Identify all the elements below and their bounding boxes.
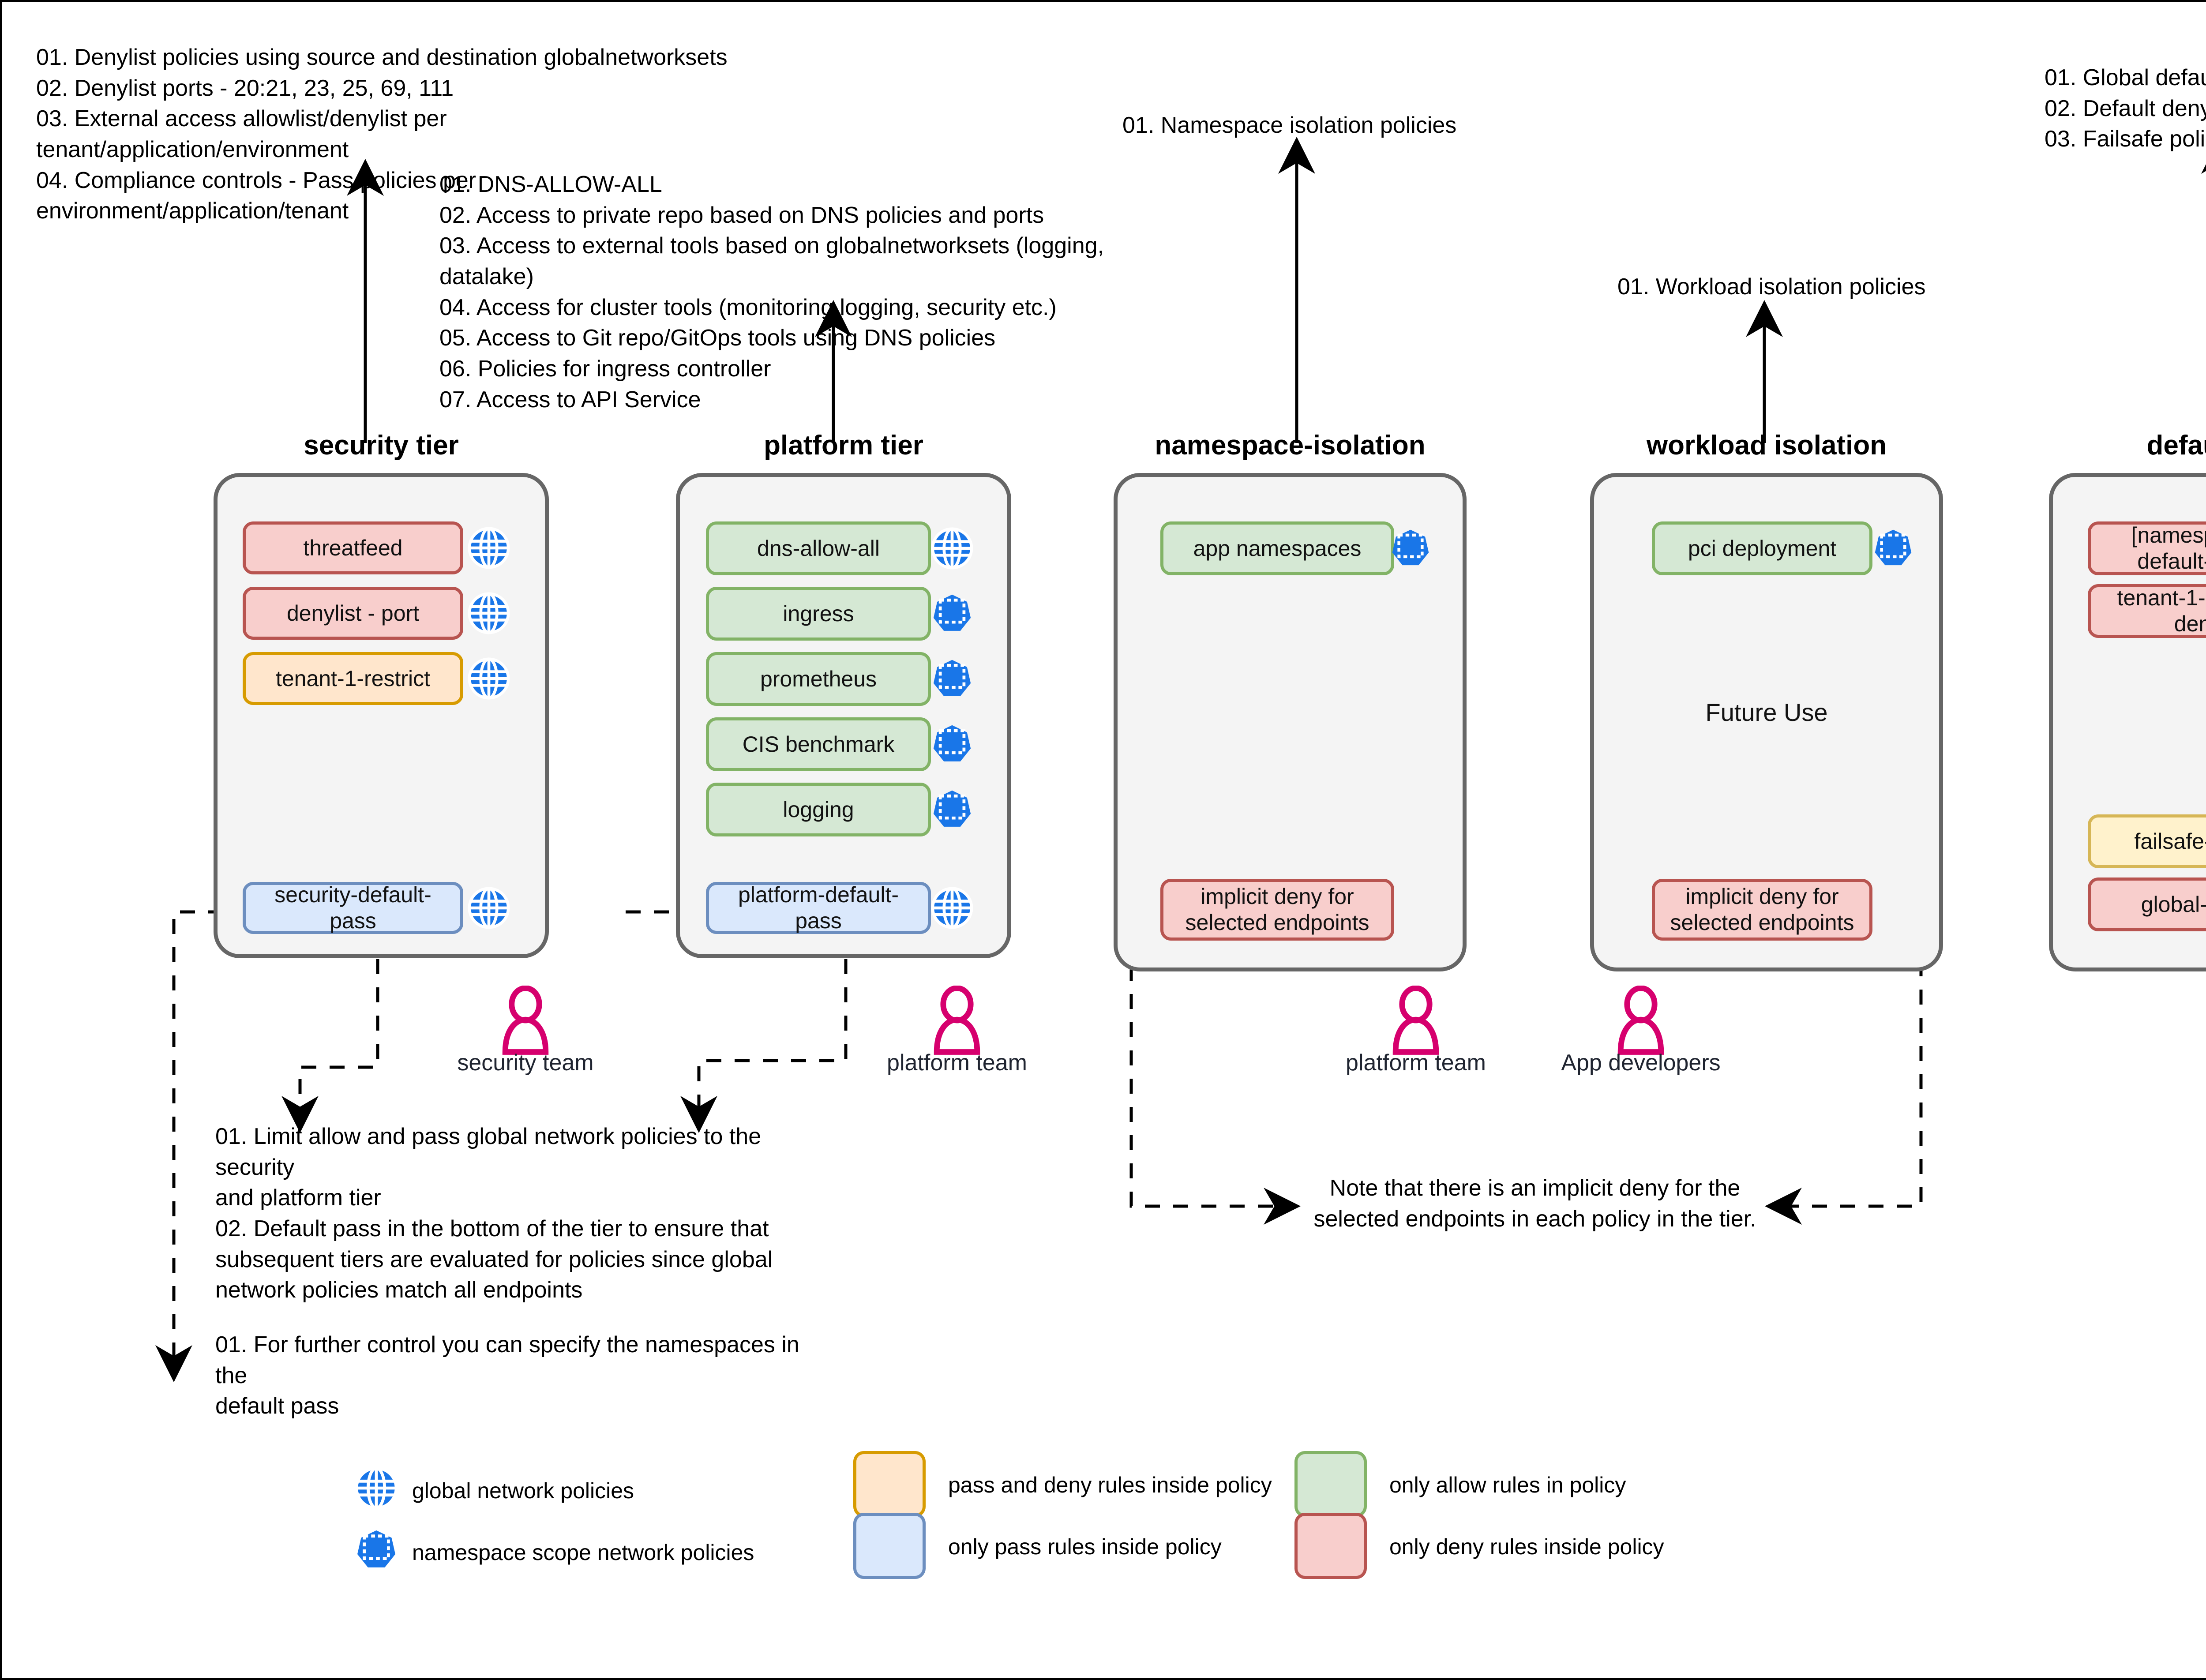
- connector-workload-implicit-deny-to-note: [1765, 910, 1923, 1225]
- footer-policy-pill-workload-isolation[interactable]: implicit deny for selected endpoints: [1652, 879, 1872, 941]
- default-tier-annotation: 01. Global default deny 02. Default deny…: [2045, 65, 2206, 152]
- global-network-policy-icon: [931, 527, 973, 570]
- legend-swatch-mixed: [853, 1451, 926, 1517]
- namespace-scope-policy-icon: [1872, 528, 1914, 569]
- legend-label-4: only allow rules in policy: [1389, 1473, 1626, 1497]
- tier-title-workload-isolation: workload isolation: [1646, 430, 1887, 461]
- legend-swatch-pass: [853, 1513, 926, 1579]
- tier-title-namespace-isolation: namespace-isolation: [1155, 430, 1426, 461]
- actor-person-icon: [501, 985, 550, 1055]
- tier-title-default-tier: default tier: [2146, 430, 2206, 461]
- legend-label-3: only pass rules inside policy: [948, 1534, 1222, 1559]
- policy-pill-threatfeed[interactable]: threatfeed: [243, 521, 463, 574]
- global-network-policy-icon: [468, 887, 510, 929]
- legend-label-2: pass and deny rules inside policy: [948, 1473, 1272, 1497]
- namespace-scope-policy-icon: [355, 1528, 398, 1571]
- policy-pill-tenant-1-default-deny[interactable]: tenant-1-default-deny: [2088, 584, 2206, 638]
- actor-label-workload-isolation: App developers: [1561, 1050, 1721, 1076]
- policy-pill-logging[interactable]: logging: [706, 783, 931, 836]
- policy-pill-global-deny[interactable]: global-deny: [2088, 878, 2206, 931]
- future-use-placeholder: Future Use: [1705, 698, 1828, 726]
- policy-pill-cis-benchmark[interactable]: CIS benchmark: [706, 717, 931, 771]
- actor-label-namespace-isolation: platform team: [1346, 1050, 1486, 1076]
- legend-label-0: global network policies: [412, 1478, 634, 1503]
- namespace-scope-policy-icon: [931, 658, 973, 700]
- policy-pill-prometheus[interactable]: prometheus: [706, 652, 931, 706]
- footer-policy-pill-platform-tier[interactable]: platform-default-pass: [706, 882, 931, 934]
- actor-person-icon: [1617, 985, 1665, 1055]
- policy-pill-pci-deployment[interactable]: pci deployment: [1652, 521, 1872, 575]
- implicit-deny-note: Note that there is an implicit deny for …: [1313, 1175, 1756, 1232]
- namespace-scope-policy-icon: [931, 723, 973, 765]
- workload-isolation-annotation: 01. Workload isolation policies: [1617, 274, 1926, 300]
- actor-person-icon: [933, 985, 981, 1055]
- policy-pill-denylist-port[interactable]: denylist - port: [243, 587, 463, 640]
- namespace-control-note: 01. For further control you can specify …: [215, 1332, 799, 1419]
- actor-label-security-tier: security team: [457, 1050, 594, 1076]
- policy-pill-failsafe-allow[interactable]: failsafe-allow: [2088, 814, 2206, 868]
- policy-pill-namespace-default-deny[interactable]: [namespace]-default-deny: [2088, 521, 2206, 575]
- policy-pill-dns-allow-all[interactable]: dns-allow-all: [706, 521, 931, 575]
- actor-label-platform-tier: platform team: [887, 1050, 1027, 1076]
- tier-title-platform-tier: platform tier: [764, 430, 923, 461]
- footer-policy-pill-namespace-isolation[interactable]: implicit deny for selected endpoints: [1160, 879, 1394, 941]
- global-network-policy-icon: [468, 657, 510, 700]
- namespace-scope-policy-icon: [1390, 528, 1431, 569]
- global-network-policy-icon: [355, 1466, 398, 1510]
- namespace-scope-policy-icon: [931, 592, 973, 635]
- security-guidance-note: 01. Limit allow and pass global network …: [215, 1124, 773, 1303]
- namespace-isolation-annotation: 01. Namespace isolation policies: [1122, 112, 1457, 138]
- global-network-policy-icon: [931, 887, 973, 929]
- global-network-policy-icon: [468, 527, 510, 569]
- tier-title-security-tier: security tier: [304, 430, 459, 461]
- connector-namespace-implicit-deny-to-note: [1129, 910, 1301, 1225]
- policy-pill-ingress[interactable]: ingress: [706, 587, 931, 641]
- platform-tier-annotation: 01. DNS-ALLOW-ALL 02. Access to private …: [439, 172, 1104, 412]
- connector-platform-tier-to-guidance: [680, 959, 848, 1133]
- footer-policy-pill-security-tier[interactable]: security-default-pass: [243, 882, 463, 934]
- policy-pill-tenant-1-restrict[interactable]: tenant-1-restrict: [243, 652, 463, 705]
- connector-security-tier-to-guidance: [281, 959, 379, 1133]
- namespace-scope-policy-icon: [931, 788, 973, 831]
- security-tier-annotation: 01. Denylist policies using source and d…: [36, 45, 728, 224]
- legend-swatch-deny: [1294, 1513, 1367, 1579]
- legend-label-1: namespace scope network policies: [412, 1540, 754, 1565]
- legend-label-5: only deny rules inside policy: [1389, 1534, 1664, 1559]
- global-network-policy-icon: [468, 592, 510, 634]
- policy-pill-app-namespaces[interactable]: app namespaces: [1160, 521, 1394, 575]
- actor-person-icon: [1392, 985, 1440, 1055]
- legend-swatch-allow: [1294, 1451, 1367, 1517]
